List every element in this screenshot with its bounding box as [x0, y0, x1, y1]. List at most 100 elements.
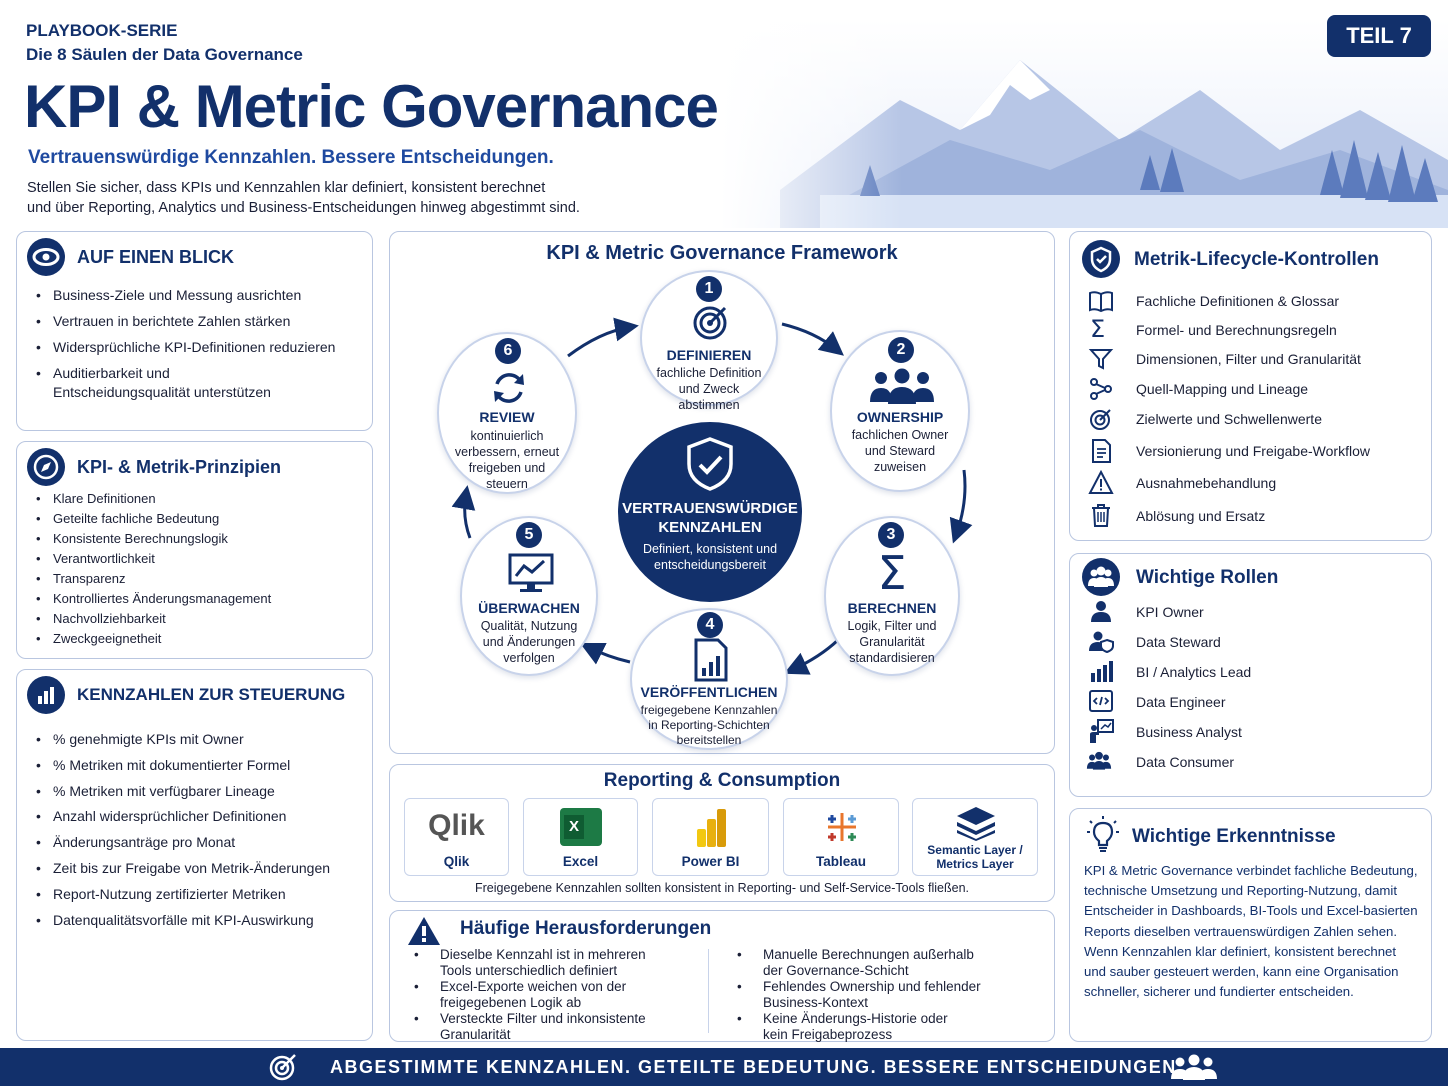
code-icon — [1089, 690, 1113, 712]
layers-icon — [957, 807, 995, 841]
step-number: 5 — [516, 522, 542, 548]
challenge-line: kein Freigabeprozess — [763, 1027, 893, 1042]
tool-label: Tableau — [815, 854, 866, 869]
challenges-right-list: • Manuelle Berechnungen außerhalb der Go… — [737, 947, 981, 1042]
step-text-line: Qualität, Nutzung — [480, 619, 578, 633]
step-review: 6 REVIEW kontinuierlich verbessern, erne… — [437, 332, 577, 494]
reporting-note: Freigegebene Kennzahlen sollten konsiste… — [474, 881, 970, 895]
insights-panel: Wichtige Erkenntnisse KPI & Metric Gover… — [1069, 808, 1432, 1042]
role-item: BI / Analytics Lead — [1136, 664, 1252, 680]
footer-text: ABGESTIMMTE KENNZAHLEN. GETEILTE BEDEUTU… — [330, 1057, 1184, 1077]
warning-icon — [408, 917, 440, 945]
step-text-line: verfolgen — [503, 651, 555, 665]
challenge-line: Dieselbe Kennzahl ist in mehreren — [440, 947, 646, 962]
list-item: Verantwortlichkeit — [27, 549, 271, 569]
step-number: 4 — [697, 612, 723, 638]
tool-powerbi: Power BI — [652, 798, 769, 876]
document-icon — [1092, 439, 1111, 463]
step-text-line: Granularität — [859, 635, 925, 649]
list-item: % Metriken mit dokumentierter Formel — [27, 753, 330, 779]
list-item: Widersprüchliche KPI-Definitionen reduzi… — [27, 339, 335, 365]
center-text-line: entscheidungsbereit — [654, 558, 766, 572]
insight-line: Entscheider in Dashboards, BI-Tools und … — [1084, 903, 1418, 919]
step-text-line: kontinuierlich — [470, 429, 544, 443]
step-number: 3 — [878, 522, 904, 548]
tool-semantic-layer: Semantic Layer / Metrics Layer — [912, 798, 1038, 876]
cycle-arrows — [451, 317, 973, 675]
list-item: Klare Definitionen — [27, 489, 271, 509]
tool-label: Excel — [562, 854, 599, 869]
eye-icon — [27, 238, 65, 276]
list-item: Geteilte fachliche Bedeutung — [27, 509, 271, 529]
tool-label: Power BI — [681, 854, 740, 869]
principles-title: KPI- & Metrik-Prinzipien — [77, 457, 282, 477]
step-berechnen: 3 Σ BERECHNEN Logik, Filter und Granular… — [824, 516, 960, 676]
presenter-icon — [1090, 719, 1114, 743]
role-item: Data Steward — [1136, 634, 1221, 650]
framework-title: KPI & Metric Governance Framework — [546, 242, 898, 264]
roles-title: Wichtige Rollen — [1136, 567, 1279, 588]
challenge-line: Fehlendes Ownership und fehlender — [763, 979, 981, 994]
list-item: Business-Ziele und Messung ausrichten — [27, 287, 335, 313]
step-number: 6 — [495, 338, 521, 364]
target-icon — [269, 1054, 296, 1081]
center-circle: VERTRAUENSWÜRDIGE KENNZAHLEN Definiert, … — [618, 422, 802, 602]
trash-icon — [1092, 504, 1110, 527]
lifecycle-item: Quell-Mapping und Lineage — [1136, 381, 1309, 397]
step-title: VERÖFFENTLICHEN — [640, 684, 778, 700]
step-ownership: 2 OWNERSHIP fachlichen Owner und Steward… — [830, 330, 970, 492]
glance-title: AUF EINEN BLICK — [77, 247, 234, 267]
challenge-line: Tools unterschiedlich definiert — [440, 963, 618, 978]
insights-text: KPI & Metric Governance verbindet fachli… — [1084, 861, 1418, 1002]
list-item: Report-Nutzung zertifizierter Metriken — [27, 882, 330, 908]
steering-title: KENNZAHLEN ZUR STEUERUNG — [77, 685, 346, 704]
step-number: 2 — [888, 337, 914, 363]
excel-logo: X — [564, 815, 584, 839]
steering-list: % genehmigte KPIs mit Owner % Metriken m… — [27, 727, 330, 933]
insights-title: Wichtige Erkenntnisse — [1132, 826, 1336, 847]
book-icon — [1089, 291, 1113, 313]
role-item: Data Consumer — [1136, 754, 1235, 770]
step-text-line: abstimmen — [678, 398, 740, 412]
refresh-icon — [494, 373, 524, 403]
sigma-icon: Σ — [877, 546, 907, 600]
shield-check-icon — [687, 437, 733, 491]
glance-list: Business-Ziele und Messung ausrichten Ve… — [27, 287, 335, 384]
challenge-line: Granularität — [440, 1027, 511, 1042]
lifecycle-item: Formel- und Berechnungsregeln — [1136, 322, 1337, 338]
list-item: Auditierbarkeit und — [27, 365, 335, 384]
list-item: % Metriken mit verfügbarer Lineage — [27, 779, 330, 805]
step-title: OWNERSHIP — [856, 409, 944, 425]
step-text-line: und Steward — [864, 444, 936, 458]
tool-label: Metrics Layer — [936, 857, 1014, 871]
mountain-landscape-illustration — [720, 20, 1448, 228]
tool-qlik: Qlik Qlik — [404, 798, 509, 876]
step-text-line: und Zweck — [678, 382, 740, 396]
challenge-line: Versteckte Filter und inkonsistente — [440, 1011, 646, 1026]
tool-label: Qlik — [443, 854, 470, 869]
roles-panel: Wichtige Rollen KPI Owner Data Steward B… — [1069, 553, 1432, 797]
step-title: REVIEW — [479, 409, 535, 425]
step-number: 1 — [696, 276, 722, 302]
principles-list: Klare Definitionen Geteilte fachliche Be… — [27, 489, 271, 649]
challenges-divider — [708, 949, 709, 1033]
step-text-line: in Reporting-Schichten — [648, 718, 770, 732]
insight-line: Reports dieselben vertrauenswürdigen Zah… — [1084, 923, 1398, 939]
step-text-line: freigegebene Kennzahlen — [640, 703, 778, 717]
step-text-line: Logik, Filter und — [847, 619, 937, 633]
step-title: DEFINIEREN — [666, 347, 752, 363]
step-text-line: und Änderungen — [482, 635, 576, 649]
lifecycle-item: Zielwerte und Schwellenwerte — [1136, 411, 1322, 427]
powerbi-icon — [697, 809, 726, 847]
list-item: Anzahl widersprüchlicher Definitionen — [27, 804, 330, 830]
lifecycle-item: Ausnahmebehandlung — [1136, 475, 1277, 491]
lifecycle-title: Metrik-Lifecycle-Kontrollen — [1134, 249, 1379, 270]
reporting-title: Reporting & Consumption — [603, 770, 841, 791]
challenge-line: der Governance-Schicht — [763, 963, 909, 978]
monitor-chart-icon — [508, 553, 554, 592]
insight-line: technische Umsetzung und Reporting-Nutzu… — [1084, 883, 1398, 899]
part-badge: TEIL 7 — [1327, 15, 1431, 57]
challenges-left-list: • Dieselbe Kennzahl ist in mehreren Tool… — [414, 947, 646, 1042]
qlik-logo: Qlik — [428, 809, 485, 842]
step-text-line: zuweisen — [873, 460, 927, 474]
